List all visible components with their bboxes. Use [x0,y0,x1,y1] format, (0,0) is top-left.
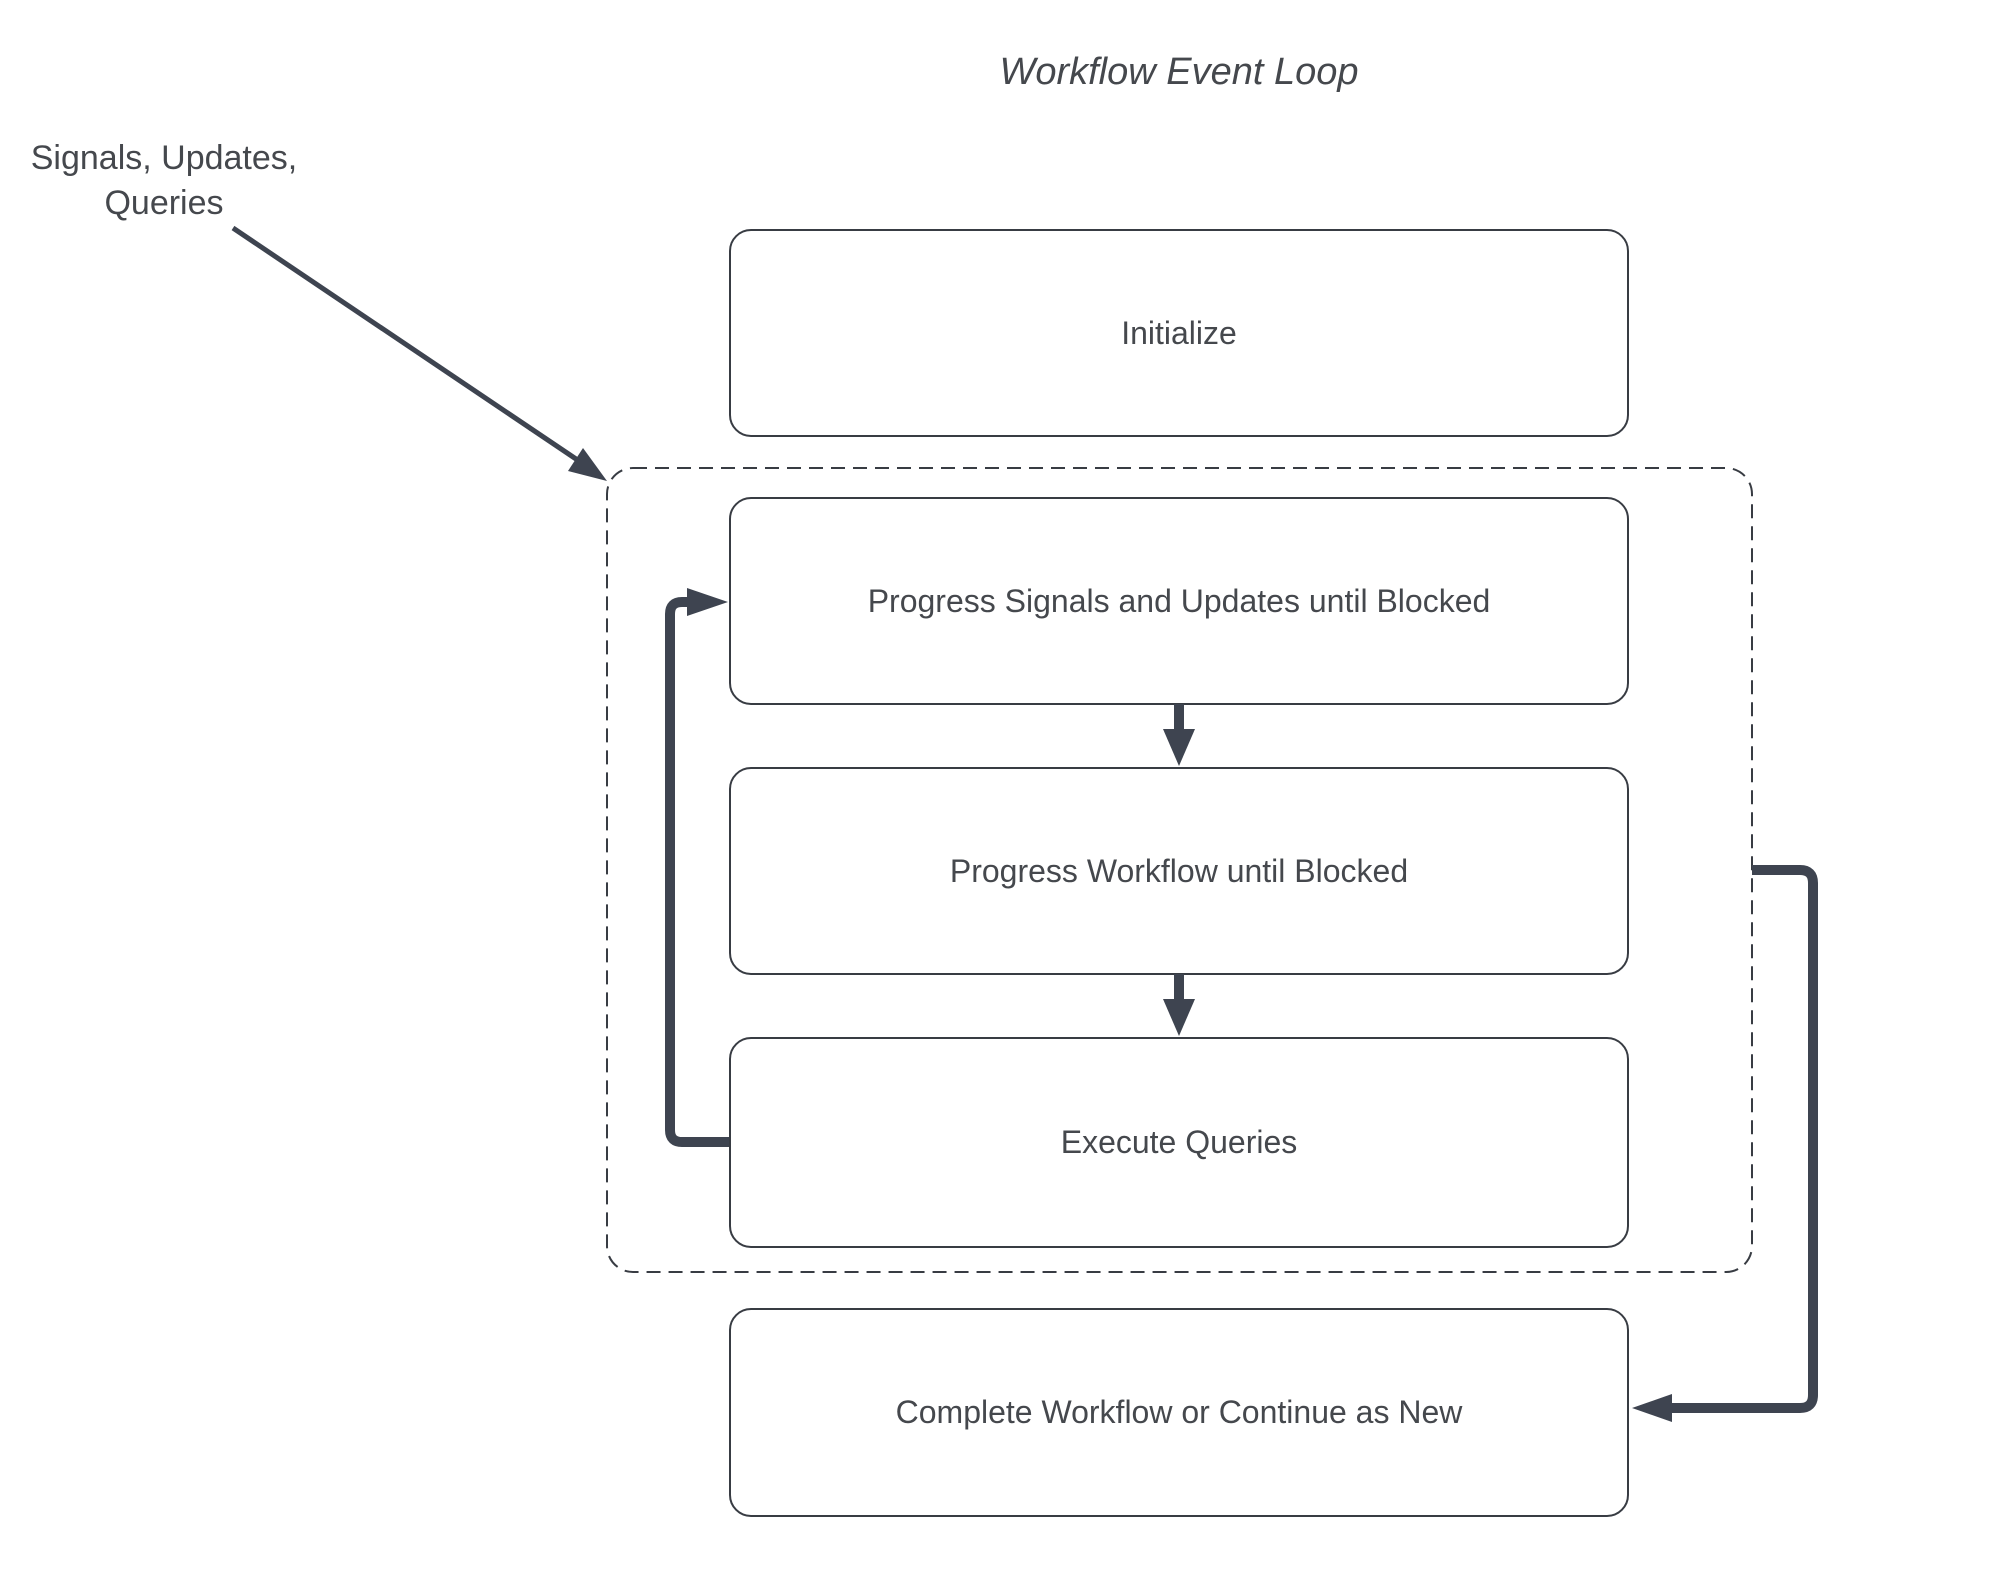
node-progress-workflow: Progress Workflow until Blocked [729,767,1629,975]
loop-back-arrow-line [665,597,729,1147]
down-arrow-signals-to-workflow [1163,704,1195,766]
node-initialize-label: Initialize [1121,314,1237,351]
loop-back-arrowhead-icon [687,588,728,616]
loop-back-arrow [665,588,729,1147]
down-arrow-2-arrowhead-icon [1163,999,1195,1036]
node-progress-signals-updates-label: Progress Signals and Updates until Block… [867,582,1491,619]
signals-updates-queries-label: Signals, Updates, Queries [30,139,298,222]
signals-input-arrowhead-icon [568,448,607,481]
signals-input-arrow-line [231,225,581,464]
node-execute-queries: Execute Queries [729,1037,1629,1248]
down-arrow-workflow-to-queries [1163,974,1195,1036]
node-progress-signals-updates: Progress Signals and Updates until Block… [729,497,1629,705]
node-progress-workflow-label: Progress Workflow until Blocked [949,852,1409,889]
node-complete-or-continue: Complete Workflow or Continue as New [729,1308,1629,1517]
continue-as-new-arrowhead-icon [1632,1394,1672,1422]
diagram-title: Workflow Event Loop [999,51,1359,93]
node-execute-queries-label: Execute Queries [1060,1124,1298,1160]
down-arrow-1-arrowhead-icon [1163,729,1195,766]
node-initialize: Initialize [729,229,1629,437]
signals-input-arrow [231,225,607,481]
node-complete-or-continue-label: Complete Workflow or Continue as New [895,1394,1463,1430]
continue-as-new-arrow-line [1672,865,1818,1413]
continue-as-new-arrow [1632,865,1818,1422]
